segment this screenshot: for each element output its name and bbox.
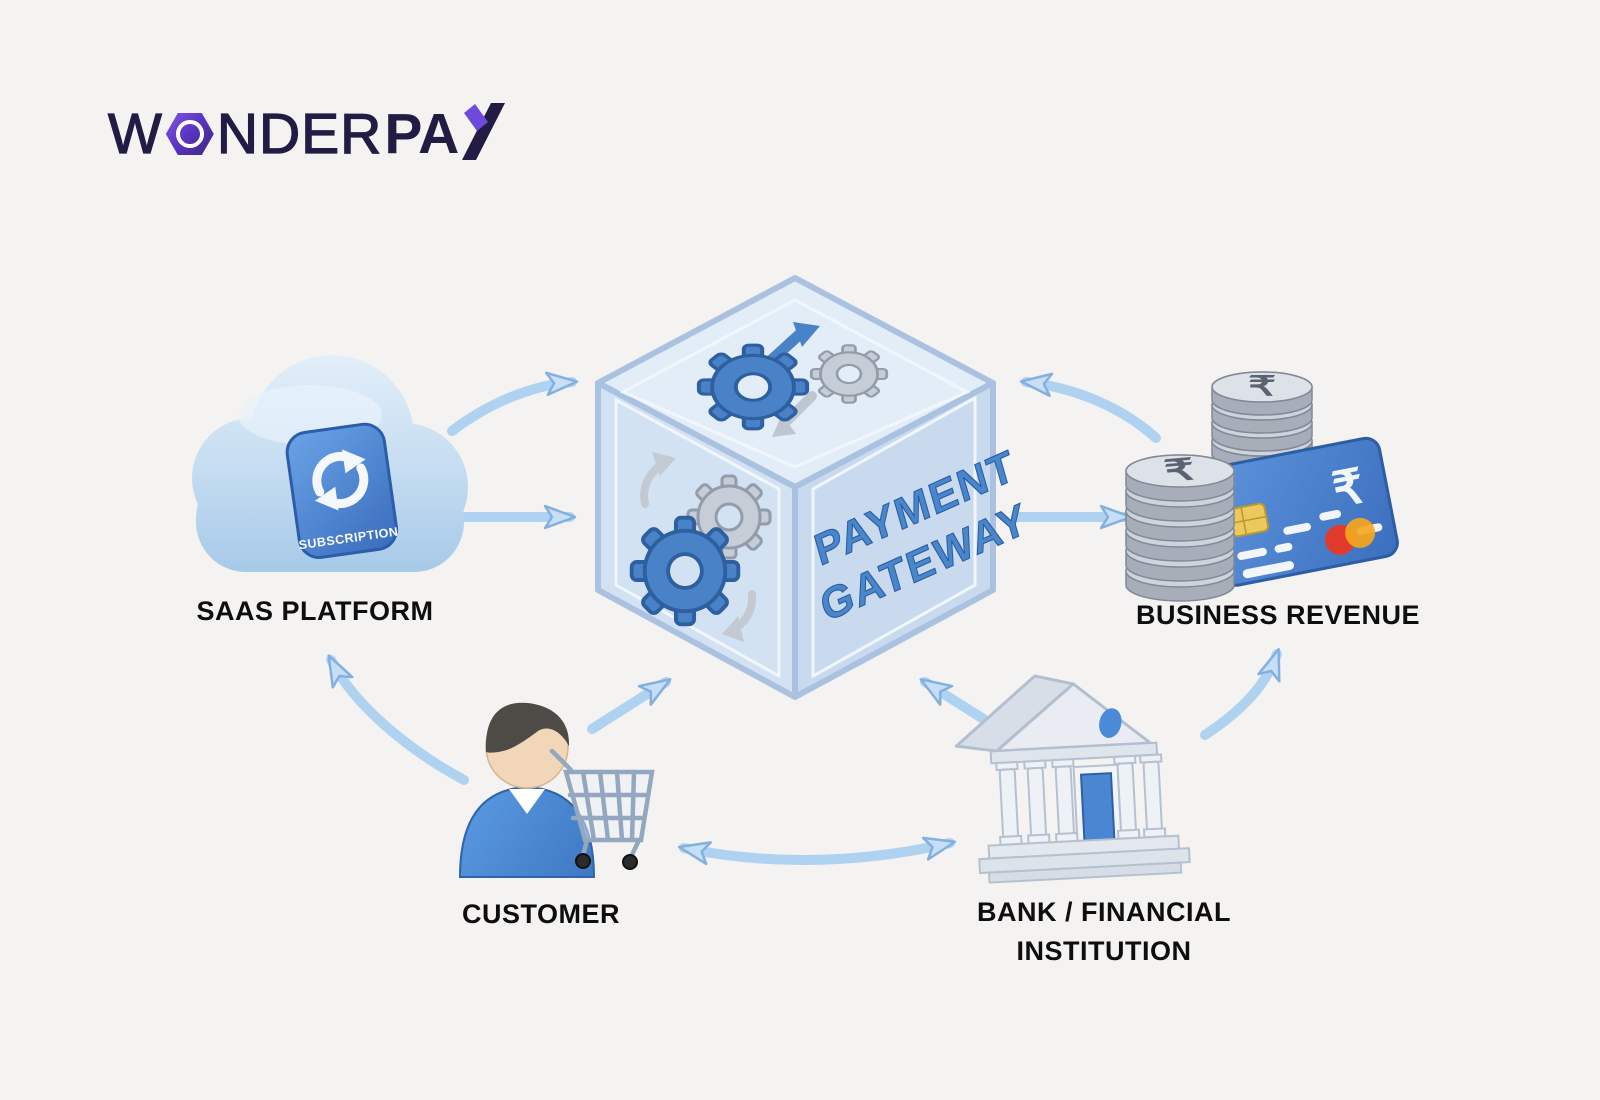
cycle-arrow-icon	[640, 462, 664, 508]
arrow-customer-to-saas-curved	[326, 654, 469, 785]
refresh-icon	[312, 449, 369, 511]
business-revenue-label: BUSINESS REVENUE	[1135, 600, 1421, 630]
logo-text-nder: NDER	[216, 101, 383, 166]
gear-icon	[809, 343, 889, 405]
saas-platform-node: SUBSCRIPTION	[192, 355, 468, 572]
customer-label: CUSTOMER	[461, 899, 621, 929]
arrow-customer-to-gateway	[587, 677, 672, 734]
arrow-saas-to-gateway-curved	[447, 371, 579, 436]
cycle-arrow-head-icon	[722, 616, 744, 642]
mastercard-circles-icon	[1325, 517, 1376, 555]
arrow-bank-to-gateway	[919, 677, 990, 725]
down-arrow-head-icon	[772, 414, 796, 437]
shopping-cart-icon	[549, 748, 655, 870]
rupee-coin-symbol: ₹	[1161, 453, 1199, 488]
bank-label: BANK / FINANCIAL INSTITUTION	[977, 893, 1231, 971]
bank-label-line1: BANK / FINANCIAL	[977, 897, 1231, 927]
logo-text-pa: PA	[384, 101, 460, 166]
cycle-arrow-head-icon	[652, 452, 676, 476]
business-revenue-node: ₹ ₹	[1125, 371, 1399, 602]
card-dashes	[1237, 509, 1383, 579]
stylized-y-icon	[461, 103, 506, 165]
hexagon-o-icon	[165, 113, 214, 155]
gear-icon	[629, 515, 741, 627]
arrow-bank-to-revenue-curved	[1200, 648, 1282, 740]
saas-platform-label: SAAS PLATFORM	[196, 596, 434, 626]
payment-gateway-node: PAYMENT GATEWAY	[595, 275, 1034, 700]
ring-icon	[175, 120, 204, 148]
logo-text-w: W	[107, 101, 163, 166]
customer-node	[458, 702, 655, 878]
wonderpay-logo: W NDER PA	[107, 101, 506, 166]
bank-label-line2: INSTITUTION	[1016, 936, 1192, 966]
person-icon	[458, 702, 596, 878]
bank-node	[954, 674, 1191, 884]
arrow-customer-bank-bidirectional	[677, 836, 957, 866]
bank-building-icon	[954, 674, 1191, 884]
gears-cube-icon: PAYMENT GATEWAY	[595, 275, 1034, 700]
rupee-coin-symbol: ₹	[1248, 371, 1276, 402]
up-arrow-head-icon	[793, 322, 820, 347]
subscription-badge: SUBSCRIPTION	[285, 422, 399, 559]
gear-icon	[696, 343, 810, 431]
arrow-revenue-to-gateway-curved	[1019, 372, 1161, 443]
coins-stack-icon: ₹	[1125, 453, 1235, 602]
